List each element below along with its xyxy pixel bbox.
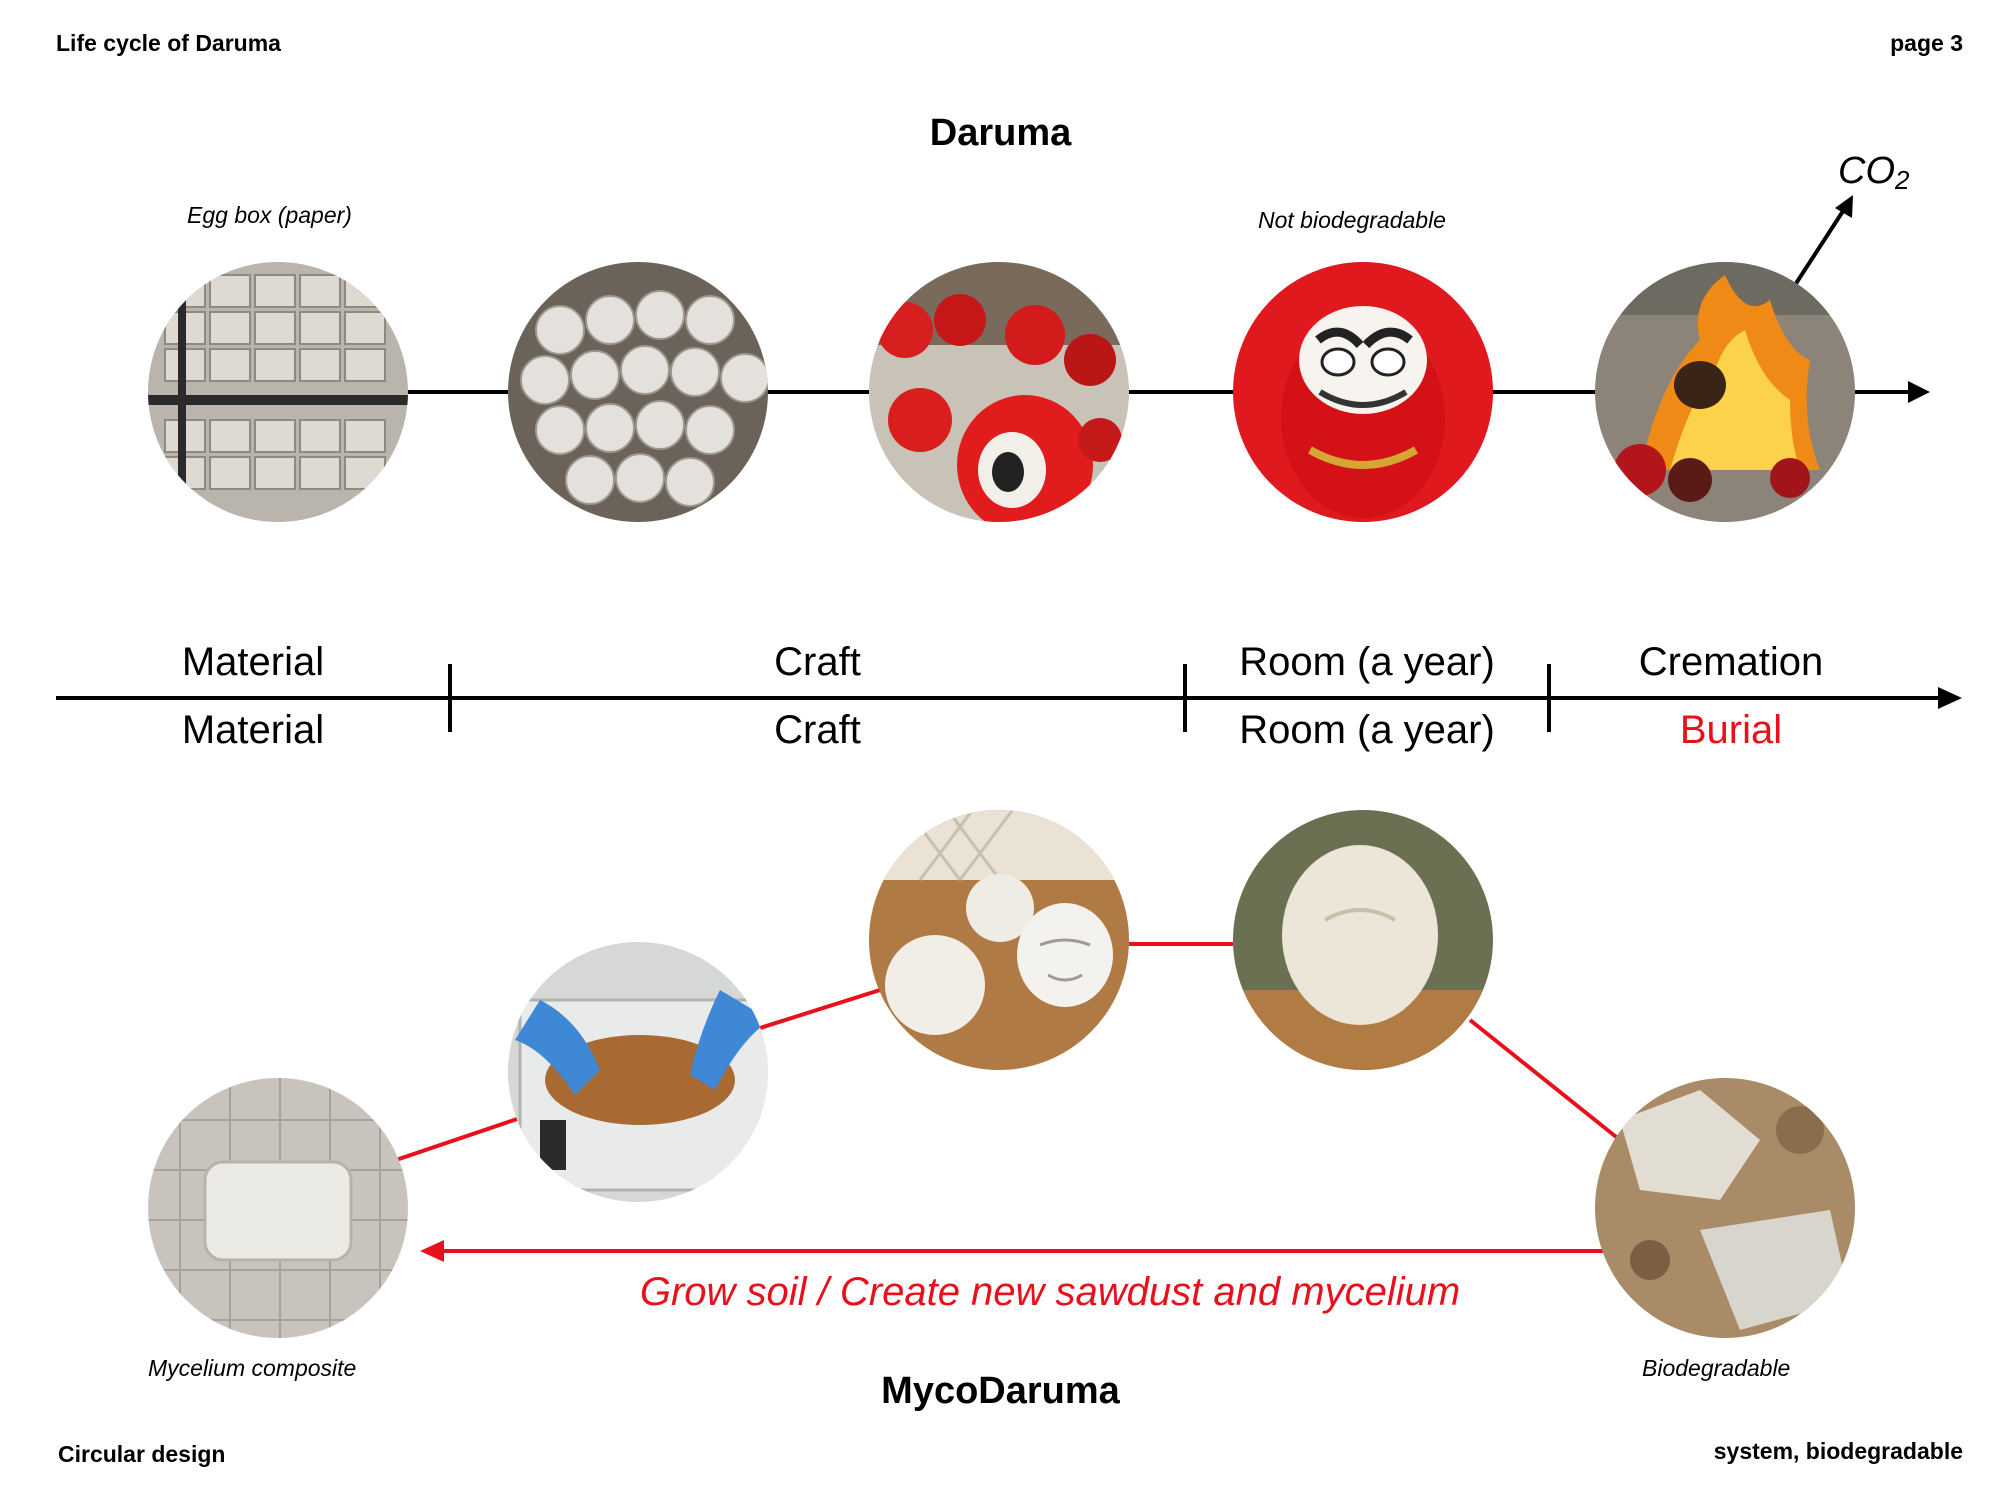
mixing-sawdust-photo: [508, 942, 768, 1202]
top-row-arrowhead: [1908, 381, 1930, 403]
header-title: Life cycle of Daruma: [56, 30, 281, 56]
red-daruma-photo: [1233, 262, 1493, 522]
red-connector-4: [1468, 1018, 1622, 1142]
stage-top-material: Material: [181, 640, 325, 684]
egg-box-paper-photo: [148, 262, 408, 522]
stage-bottom-burial: Burial: [1679, 708, 1783, 752]
caption-biodegradable: Biodegradable: [1642, 1355, 1791, 1381]
footer-left: Circular design: [58, 1441, 226, 1467]
stage-bottom-material: Material: [181, 708, 325, 752]
co2-arrowhead: [1835, 195, 1853, 218]
white-mycelium-balls-photo: [869, 810, 1129, 1070]
mycelium-daruma-photo: [1233, 810, 1493, 1070]
caption-not-biodegradable: Not biodegradable: [1258, 207, 1446, 233]
return-arrowhead: [420, 1240, 444, 1262]
caption-mycelium-composite: Mycelium composite: [148, 1355, 357, 1381]
stage-axis-arrowhead: [1938, 687, 1962, 709]
page-number: page 3: [1890, 30, 1963, 56]
red-connector-1: [395, 1116, 521, 1162]
mycelium-block-photo: [148, 1078, 408, 1338]
mycodaruma-title: MycoDaruma: [881, 1370, 1120, 1412]
stage-bottom-craft: Craft: [774, 708, 861, 752]
decomposed-mycelium-photo: [1595, 1078, 1855, 1338]
footer-right: system, biodegradable: [1713, 1438, 1963, 1464]
stage-top-room: Room (a year): [1239, 640, 1495, 684]
co2-main: CO: [1838, 150, 1895, 192]
red-daruma-group-photo: [869, 262, 1129, 522]
caption-egg-box: Egg box (paper): [187, 202, 352, 228]
white-molds-photo: [508, 262, 768, 522]
co2-arrow-line: [1793, 206, 1847, 287]
red-connector-2: [759, 988, 881, 1030]
co2-label: CO2: [1838, 150, 1909, 196]
co2-subscript: 2: [1895, 165, 1910, 195]
stage-bottom-room: Room (a year): [1239, 708, 1495, 752]
daruma-title: Daruma: [929, 112, 1072, 154]
return-label: Grow soil / Create new sawdust and mycel…: [639, 1270, 1461, 1314]
stage-top-cremation: Cremation: [1638, 640, 1824, 684]
stage-top-craft: Craft: [774, 640, 861, 684]
burning-daruma-photo: [1595, 262, 1855, 522]
